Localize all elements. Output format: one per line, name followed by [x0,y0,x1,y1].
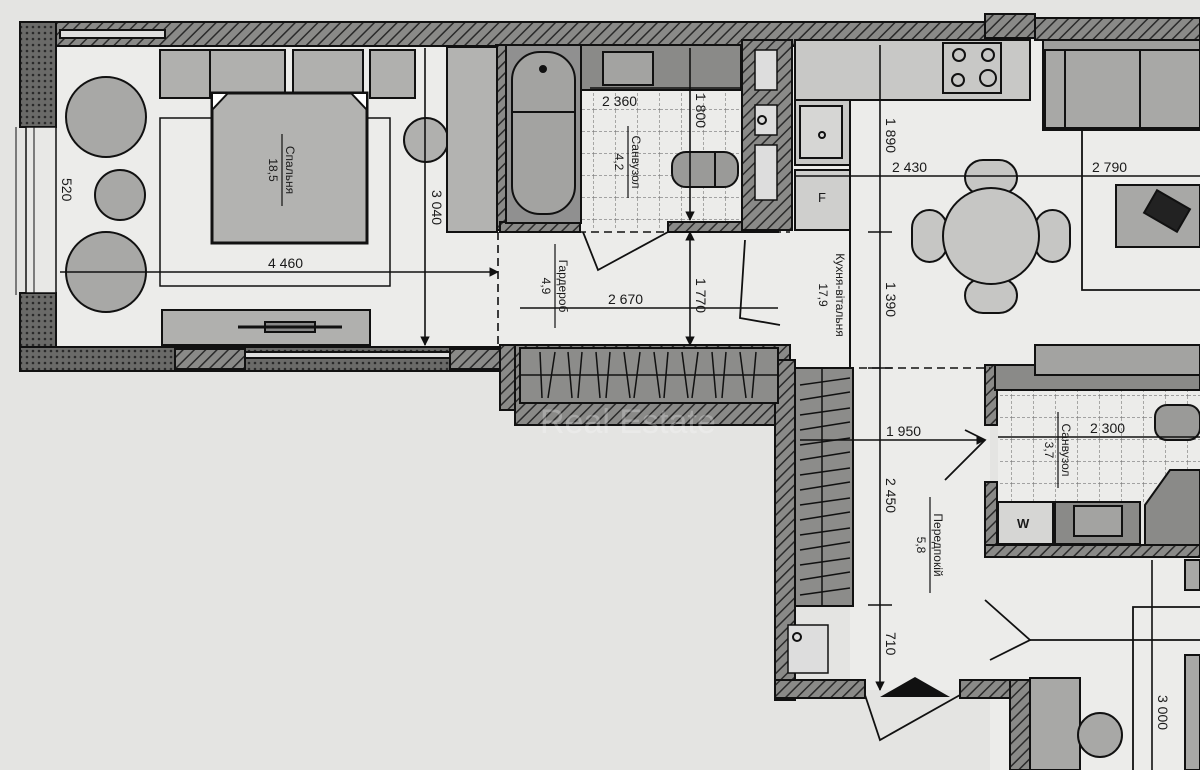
svg-text:18,5: 18,5 [266,158,280,182]
svg-text:4,9: 4,9 [539,278,553,295]
balcony-window [15,126,57,295]
wardrobe-cabinet-icon [446,46,498,233]
svg-text:17,9: 17,9 [816,283,830,307]
dim-wardrobe-width: 2 670 [608,291,643,307]
wardrobe-storage [519,347,854,607]
svg-text:Санвузол: Санвузол [1059,424,1073,477]
dim-living-width: 2 790 [1092,159,1127,175]
svg-text:Гардероб: Гардероб [556,260,570,313]
dim-bath2-width: 2 300 [1090,420,1125,436]
bed-icon [210,91,369,245]
meter-panel-icon [787,624,829,674]
dining-chair-icon [1034,209,1071,263]
room-label-bathroom2: Санвузол 3,7 [1042,412,1073,488]
washer-label: W [1017,516,1030,531]
dim-hall-width: 1 950 [886,423,921,439]
toilet-icon [671,151,739,188]
dim-entry-depth: 710 [883,632,899,656]
svg-text:Кухня-вітальня: Кухня-вітальня [833,253,847,337]
fridge-label: F [818,190,826,205]
room-label-wardrobe: Гардероб 4,9 [539,244,570,328]
entrance-marker-icon [880,677,950,697]
dim-bath1-width: 2 360 [602,93,637,109]
dim-bedroom-width: 4 460 [268,255,303,271]
bathroom2-fixtures [994,344,1200,546]
bedroom-furniture [65,46,498,346]
dim-bath1-height: 1 800 [693,93,709,128]
room-label-bedroom: Спальня 18,5 [266,134,297,206]
svg-text:Спальня: Спальня [283,146,297,194]
dim-kitchen-mid: 1 390 [883,282,899,317]
dim-kitchen-width: 2 430 [892,159,927,175]
dim-hall-height: 2 450 [883,478,899,513]
svg-text:3,7: 3,7 [1042,442,1056,459]
washer-icon [997,501,1054,545]
svg-text:4,2: 4,2 [612,154,626,171]
dining-table-icon [942,187,1040,285]
stool-icon [94,169,146,221]
round-table-icon [65,76,147,158]
bathroom1-fixtures [505,44,778,224]
dim-wardrobe-height: 1 770 [693,278,709,313]
svg-text:Передпокій: Передпокій [931,513,945,576]
room-label-kitchen: Кухня-вітальня 17,9 [816,253,847,337]
toilet-icon [1154,404,1200,441]
dining-chair-icon [911,209,948,263]
kitchen-furniture [794,39,1200,368]
shower-icon [1144,469,1200,546]
dim-right-room-height: 3 000 [1155,695,1171,730]
chair-icon [403,117,449,163]
dim-window: 520 [59,178,75,202]
svg-text:5,8: 5,8 [914,537,928,554]
room-label-hallway: Передпокій 5,8 [914,497,945,593]
dim-kitchen-top: 1 890 [883,118,899,153]
doors [582,231,1200,742]
room-label-bathroom1: Санвузол 4,2 [612,126,643,198]
right-room-furniture [787,559,1200,770]
shelf-icon [1034,344,1200,376]
watermark: Real Estate [540,403,716,441]
dimension-lines [60,45,1200,770]
svg-text:Санвузол: Санвузол [629,136,643,189]
dim-bedroom-height: 3 040 [429,190,445,225]
